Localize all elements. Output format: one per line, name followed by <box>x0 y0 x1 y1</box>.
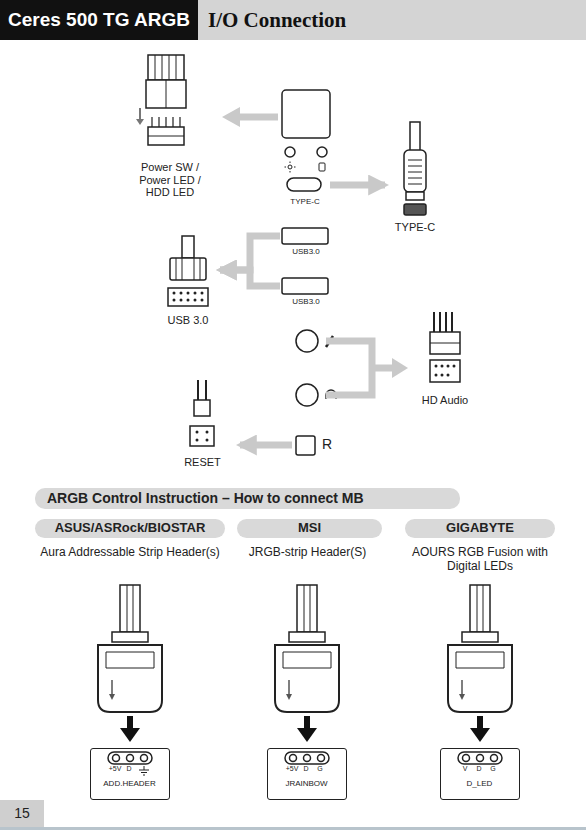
subtitle-label: JRGB-strip Header(S) <box>230 546 385 560</box>
node-text: ARGB Control Instruction – How to connec… <box>47 490 364 506</box>
port: USB3.0 <box>280 276 332 314</box>
connector-illustration: RESET <box>165 378 240 473</box>
node-text: HD Audio <box>400 394 490 407</box>
node-text: USB3.0 <box>280 247 332 256</box>
node-text: Power SW / Power LED / HDD LED <box>130 161 210 199</box>
connector-illustration: Power SW / Power LED / HDD LED <box>118 58 222 203</box>
header-bar: Ceres 500 TG ARGB I/O Connection <box>0 0 586 40</box>
node-text: JRAINBOW <box>268 779 345 788</box>
node-text: D_LED <box>441 779 518 788</box>
node-text: RESET <box>165 456 240 469</box>
brand-band: MSI <box>237 519 382 538</box>
section-band: ARGB Control Instruction – How to connec… <box>35 488 460 509</box>
node-text: G <box>485 765 501 773</box>
node-text: +5V <box>280 765 304 773</box>
port: TYPE-C <box>280 174 330 212</box>
page-number: 15 <box>0 800 44 827</box>
node-text: D <box>471 765 487 773</box>
node-text: MSI <box>237 521 382 536</box>
node-text: +5V <box>103 765 127 773</box>
connector-arrow <box>220 236 280 270</box>
node-text: G <box>312 765 328 773</box>
node-text: V <box>457 765 473 773</box>
connector-arrow <box>330 182 385 189</box>
node-text: ASUS/ASRock/BIOSTAR <box>35 521 225 536</box>
node-text: R <box>322 436 340 452</box>
brand-band: GIGABYTE <box>405 519 555 538</box>
connector-illustration: TYPE-C <box>385 120 445 240</box>
connector-arrow <box>240 442 292 449</box>
port: USB3.0 <box>280 226 332 264</box>
header-pinout: VDG D_LED <box>440 748 520 800</box>
header-section: I/O Connection <box>198 0 586 40</box>
reset-button: R <box>292 432 342 460</box>
node-text: TYPE-C <box>385 221 445 234</box>
node-text: GIGABYTE <box>405 521 555 536</box>
node-text: 15 <box>0 805 44 821</box>
connector-illustration: USB 3.0 <box>156 234 220 334</box>
brand-band: ASUS/ASRock/BIOSTAR <box>35 519 225 538</box>
header-pinout: +5VDG JRAINBOW <box>267 748 347 800</box>
connector-illustration: HD Audio <box>400 308 490 413</box>
subtitle-label: Aura Addressable Strip Header(s) <box>20 546 240 560</box>
node-text: USB 3.0 <box>156 314 220 327</box>
node-text: USB3.0 <box>280 297 332 306</box>
subtitle-label: AOURS RGB Fusion with Digital LEDs <box>400 546 560 574</box>
node-text: ADD.HEADER <box>91 779 168 788</box>
header-pinout: +5VD ADD.HEADER <box>90 748 170 800</box>
connector-arrow <box>220 270 280 286</box>
node-text: D <box>298 765 314 773</box>
node-text: TYPE-C <box>280 197 330 206</box>
header-title: Ceres 500 TG ARGB <box>0 0 198 40</box>
node-text: D <box>121 765 137 773</box>
